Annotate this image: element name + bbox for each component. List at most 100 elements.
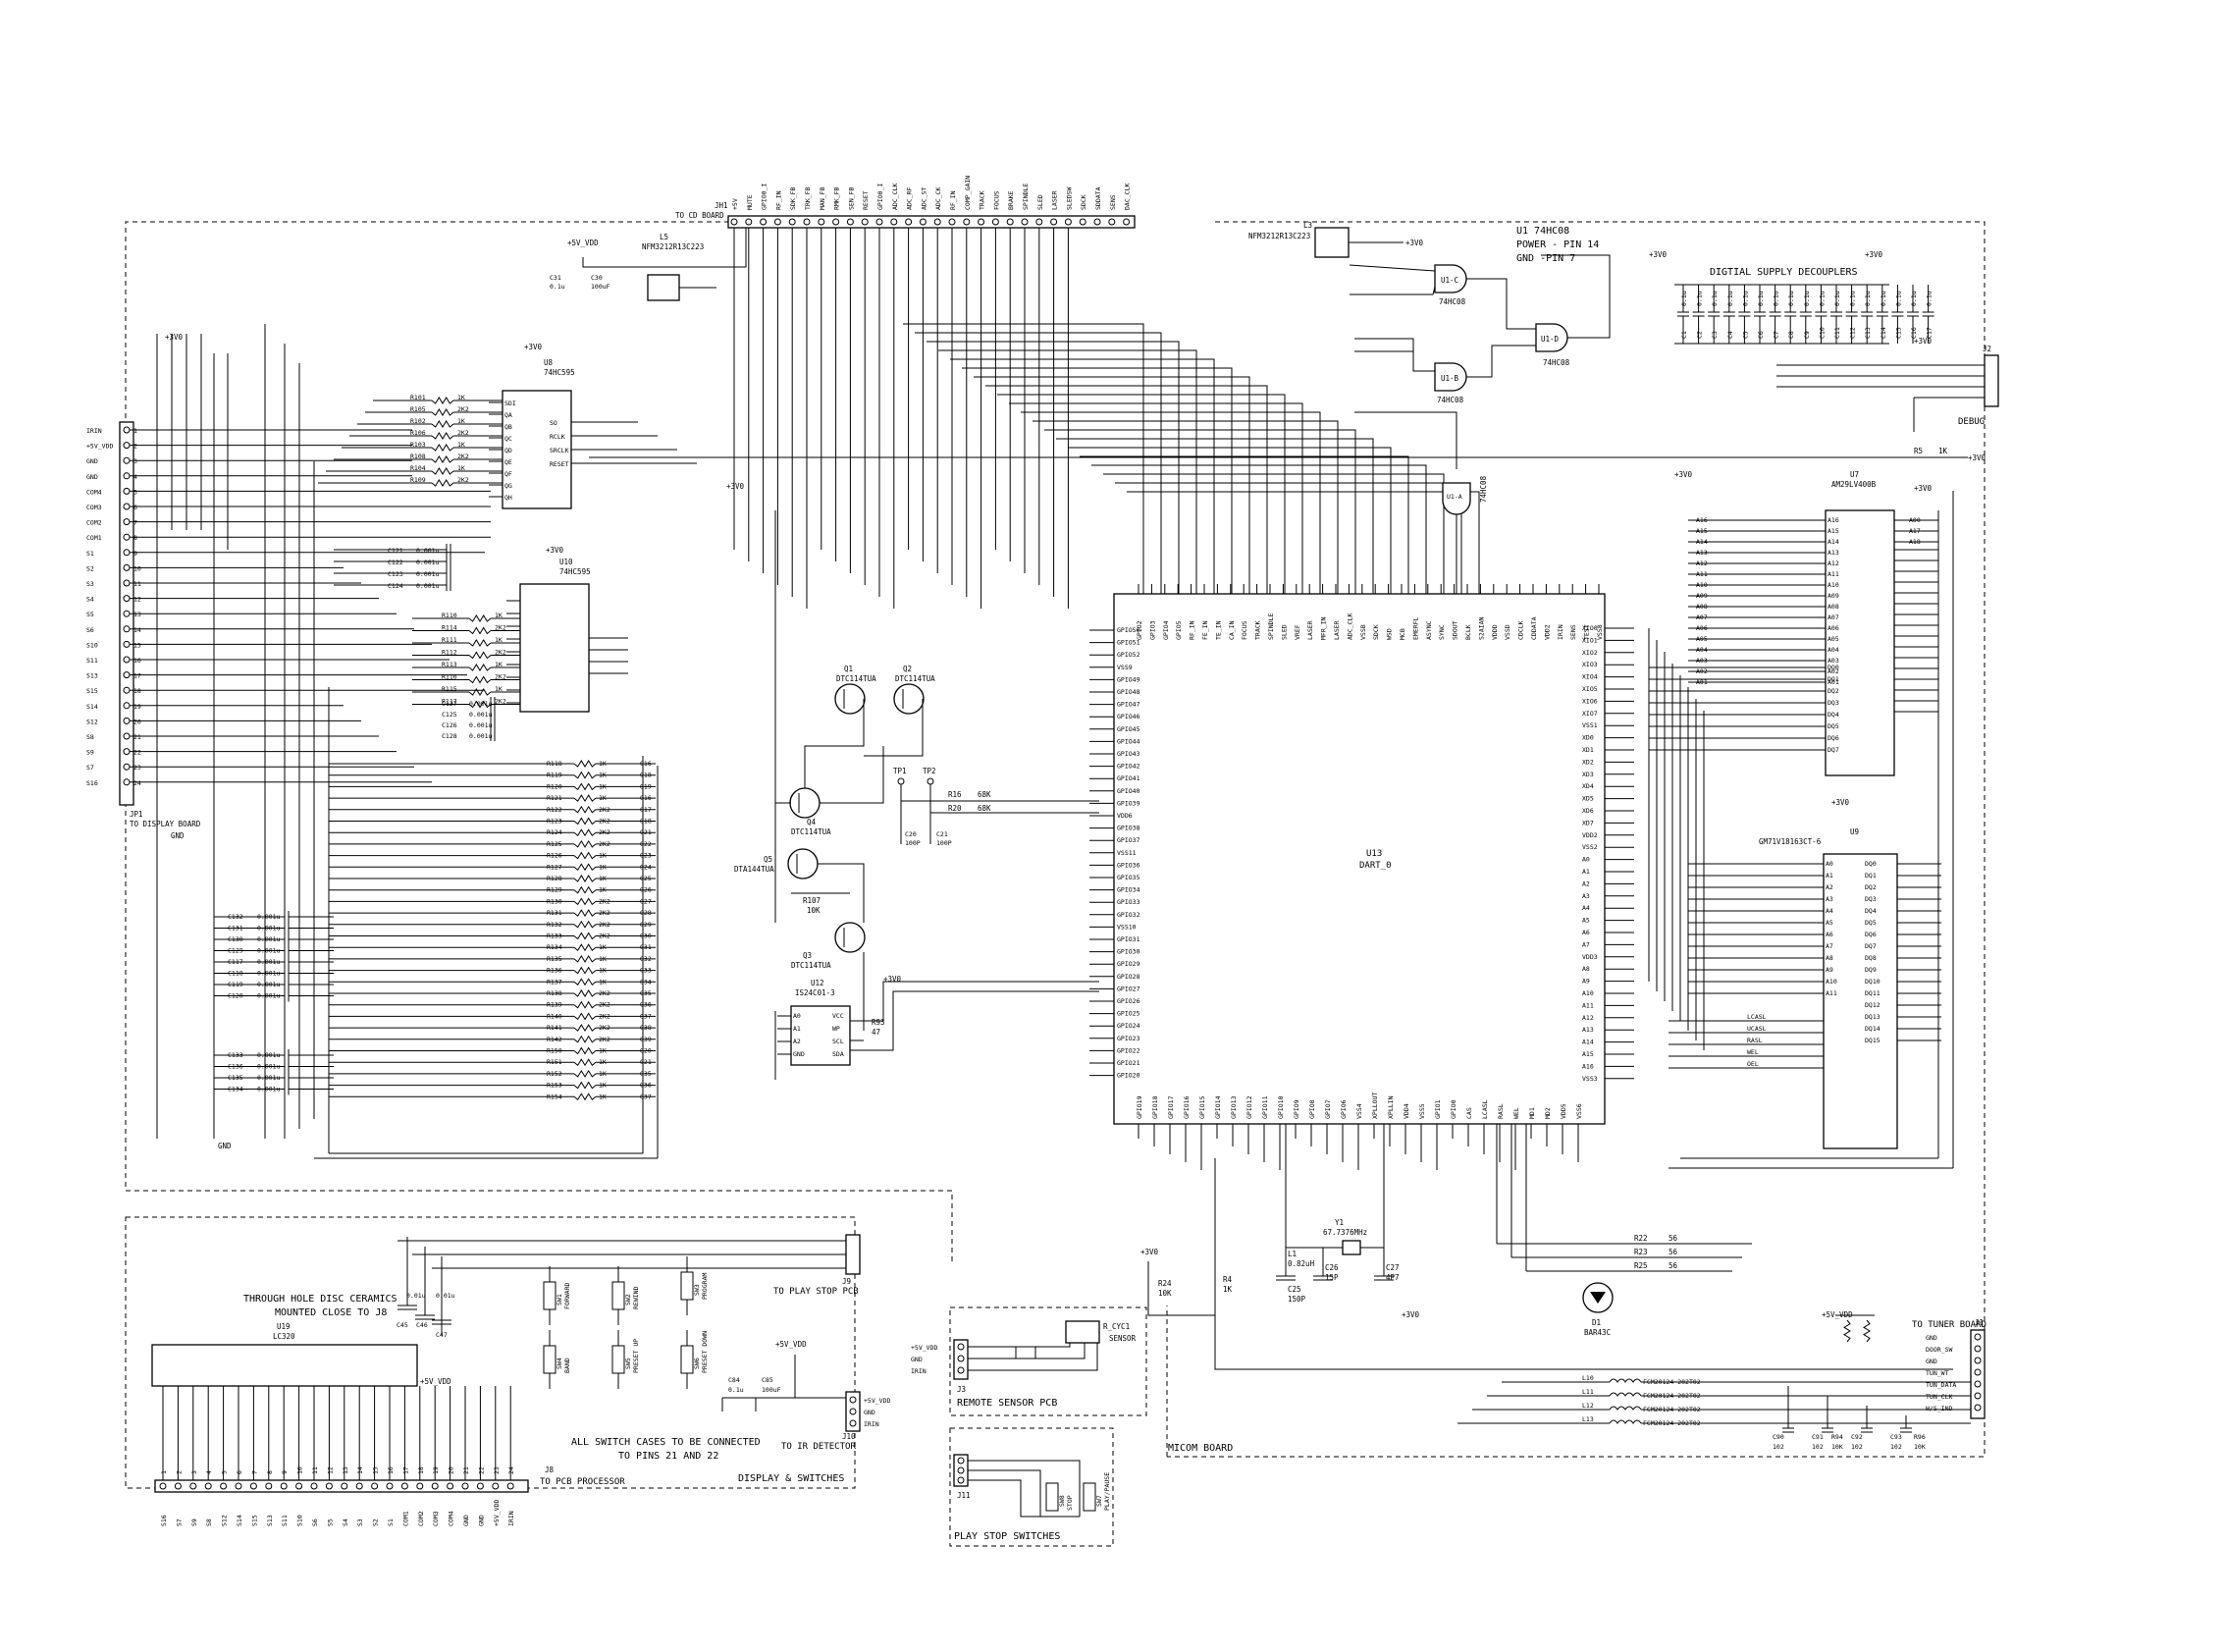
u13-pin-label: XD3	[1582, 771, 1594, 778]
j8-pin-label: +5V_VDD	[493, 1500, 501, 1526]
switch-name: BAND	[563, 1358, 571, 1373]
mounted-close-note: MOUNTED CLOSE TO J8	[275, 1307, 387, 1318]
decoupler-caps: 0.1uC10.1uC20.1uC30.1uC40.1uC50.1uC60.1u…	[1674, 284, 1934, 345]
to-ir-detector-label: TO IR DETECTOR	[781, 1442, 856, 1452]
resistor-symbol	[573, 1069, 597, 1078]
cd-bus-wire	[1033, 420, 1339, 594]
pins-21-22-note: TO PINS 21 AND 22	[618, 1451, 718, 1462]
u13-pin-label: GPIO47	[1117, 701, 1140, 709]
j3-pin	[957, 1366, 965, 1374]
decoupler-ref: C10	[1818, 327, 1826, 339]
resistor-ref: R117	[442, 698, 457, 706]
u12-pin-label: A2	[793, 1038, 801, 1045]
u9-pin-label: A2	[1826, 883, 1833, 891]
cd-bus-wire	[997, 394, 1286, 594]
u9-pin-label: DQ2	[1865, 883, 1877, 891]
resistor-symbol	[573, 1046, 597, 1055]
resistor-symbol	[468, 700, 492, 709]
j1-pin	[1974, 1333, 1982, 1341]
jp1-pin-label: S8	[86, 733, 94, 741]
u13-pin-label: LASER	[1306, 620, 1314, 640]
decoupler-ref: C8	[1787, 331, 1795, 339]
jp1-pin-label: COM3	[86, 504, 102, 511]
u13-pin-label: A4	[1582, 904, 1590, 912]
j8-pin	[310, 1482, 318, 1490]
resistor-symbol	[573, 828, 597, 837]
j8-pin-label: S15	[250, 1515, 258, 1526]
resistor-symbol	[573, 794, 597, 803]
cd-bus-wire	[950, 358, 1215, 594]
u12-pin-label: SCL	[832, 1038, 844, 1045]
jh1-pin	[745, 218, 753, 226]
j8-pin-number: 10	[296, 1466, 304, 1474]
cap-value: 102	[1890, 1443, 1902, 1451]
u13-pin-label: RF_IN	[1189, 620, 1196, 640]
r22-val: 56	[1669, 1234, 1678, 1243]
u13-pin-label: GPIO29	[1117, 960, 1140, 968]
u13-pin-label: GPIO33	[1117, 898, 1140, 906]
cap-value: 0.001u	[416, 582, 440, 590]
j10-pin	[849, 1408, 857, 1415]
j8-pin	[341, 1482, 348, 1490]
j8-pin-label: IRIN	[507, 1511, 515, 1526]
transistor-wires	[774, 510, 924, 1031]
u13-pin-label: XPLLOUT	[1371, 1092, 1379, 1119]
j8-pin-label: GND	[477, 1515, 485, 1526]
j8-pin-number: 22	[477, 1466, 485, 1474]
switch-symbol	[1083, 1482, 1096, 1512]
u13-pin-label: A5	[1582, 917, 1590, 925]
u13-pin-label: GPIO2	[1136, 620, 1143, 640]
resistor-value: 1K	[457, 464, 465, 472]
u12-pin-label: WP	[832, 1025, 840, 1033]
through-hole-note: THROUGH HOLE DISC CERAMICS	[243, 1294, 397, 1305]
u13-pin-label: XIO0	[1582, 624, 1598, 632]
decoupler-ref: C15	[1894, 327, 1902, 339]
u9-pin-label: A6	[1826, 931, 1833, 938]
u7-pin-label: A08	[1828, 603, 1839, 611]
u8-pin-label: QF	[504, 470, 512, 478]
j1-pin	[1974, 1368, 1982, 1376]
c85-val: 100uF	[762, 1386, 781, 1394]
l3-part: NFM3212R13C223	[1248, 232, 1310, 240]
u1b-ref: U1-B	[1441, 374, 1459, 383]
decoupler-ref: C1	[1680, 331, 1688, 339]
j8-pin-number: 6	[236, 1470, 243, 1474]
jh1-pin-label: SDCK	[1080, 194, 1087, 210]
resistor-symbol	[573, 897, 597, 906]
u13-pin-label: GPIO49	[1117, 675, 1140, 683]
u13-part: DART_0	[1359, 861, 1392, 871]
u8-pin-label: SRCLK	[550, 447, 569, 454]
cap-value: 102	[1812, 1443, 1824, 1451]
u7-pin-label: DQ6	[1828, 734, 1839, 742]
j8-pin-number: 5	[221, 1470, 229, 1474]
u13-pin-label: VDDD	[1491, 624, 1499, 640]
u7-pin-label: A09	[1828, 592, 1839, 600]
jh1-pin-label: LASER	[1051, 190, 1059, 210]
u1c-gate	[1434, 264, 1467, 293]
resistor-symbol	[573, 1058, 597, 1067]
j8-pin	[506, 1482, 514, 1490]
j1-pins: GNDDOOR_SWGNDTUN_WTTUN_DATATUN_CLKW/S_IN…	[1926, 1333, 1982, 1412]
cap-value: 0.001u	[416, 570, 440, 578]
u13-pin-label: A16	[1582, 1062, 1594, 1070]
u9-chip	[1823, 853, 1898, 1149]
resistor-symbol	[573, 943, 597, 952]
u13-pin-label: VSS3	[1582, 1075, 1598, 1083]
u13-pin-label: GPIO22	[1117, 1046, 1140, 1054]
u7-pin-label: A14	[1828, 538, 1839, 546]
cap-ref: C92	[1851, 1433, 1863, 1441]
resistor-symbol	[468, 651, 492, 660]
resistor-symbol	[468, 639, 492, 647]
u13-pin-label: A9	[1582, 978, 1590, 986]
resistor-symbol	[573, 863, 597, 872]
c21-val: 100P	[936, 839, 952, 847]
ceramic-caps	[397, 1237, 451, 1335]
j8-pin-label: S3	[356, 1519, 364, 1526]
u9-pin-label: A1	[1826, 872, 1833, 879]
l3-filter	[1314, 227, 1350, 258]
